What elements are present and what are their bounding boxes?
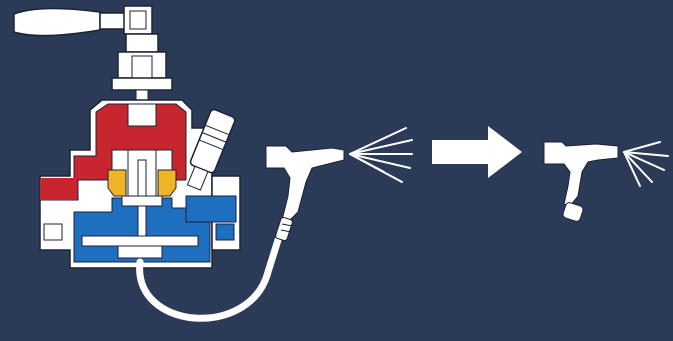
seal-left — [108, 170, 126, 196]
arrow-right-icon — [432, 126, 522, 178]
spray-gun-icon — [266, 146, 344, 241]
handle-icon — [14, 6, 152, 36]
seal-right — [158, 170, 176, 196]
valve-assembly — [14, 6, 240, 268]
valve-stem-icon — [112, 34, 172, 106]
spray-gun-small-icon — [544, 142, 618, 222]
spray-icon — [350, 128, 412, 182]
spray-small-icon — [624, 142, 668, 186]
